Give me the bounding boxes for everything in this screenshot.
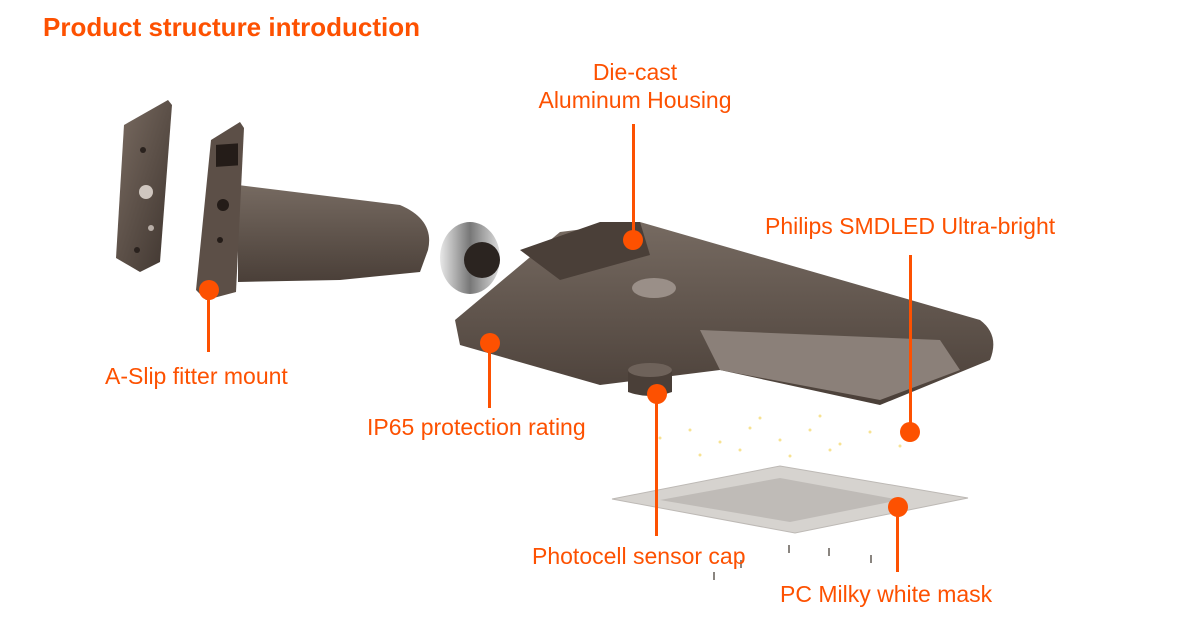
led-layer	[658, 414, 902, 458]
screws: <	[713, 545, 872, 580]
callout-ip65-label: IP65 protection rating	[367, 414, 586, 440]
led-marker	[900, 422, 920, 442]
led-leader-line	[909, 255, 912, 430]
photocell-leader-line	[655, 394, 658, 536]
mount-leader-line	[207, 290, 210, 352]
housing-leader-line	[632, 124, 635, 236]
callout-housing-label: Die-cast Aluminum Housing	[520, 58, 750, 114]
slip-fitter	[196, 122, 430, 300]
housing-marker	[623, 230, 643, 250]
housing-label-line2: Aluminum Housing	[538, 87, 732, 113]
mask-leader-line	[896, 507, 899, 572]
ip65-leader-line	[488, 343, 491, 408]
callout-mask-label: PC Milky white mask	[780, 581, 993, 607]
callout-led-label: Philips SMDLED Ultra-bright	[765, 213, 1056, 239]
milky-mask	[611, 465, 969, 534]
callout-mount-label: A-Slip fitter mount	[105, 363, 288, 389]
callout-photocell-label: Photocell sensor cap	[532, 543, 746, 569]
page-title: Product structure introduction	[43, 12, 420, 42]
housing-body	[440, 222, 994, 405]
back-plate	[116, 100, 172, 272]
housing-label-line1: Die-cast	[592, 59, 678, 85]
